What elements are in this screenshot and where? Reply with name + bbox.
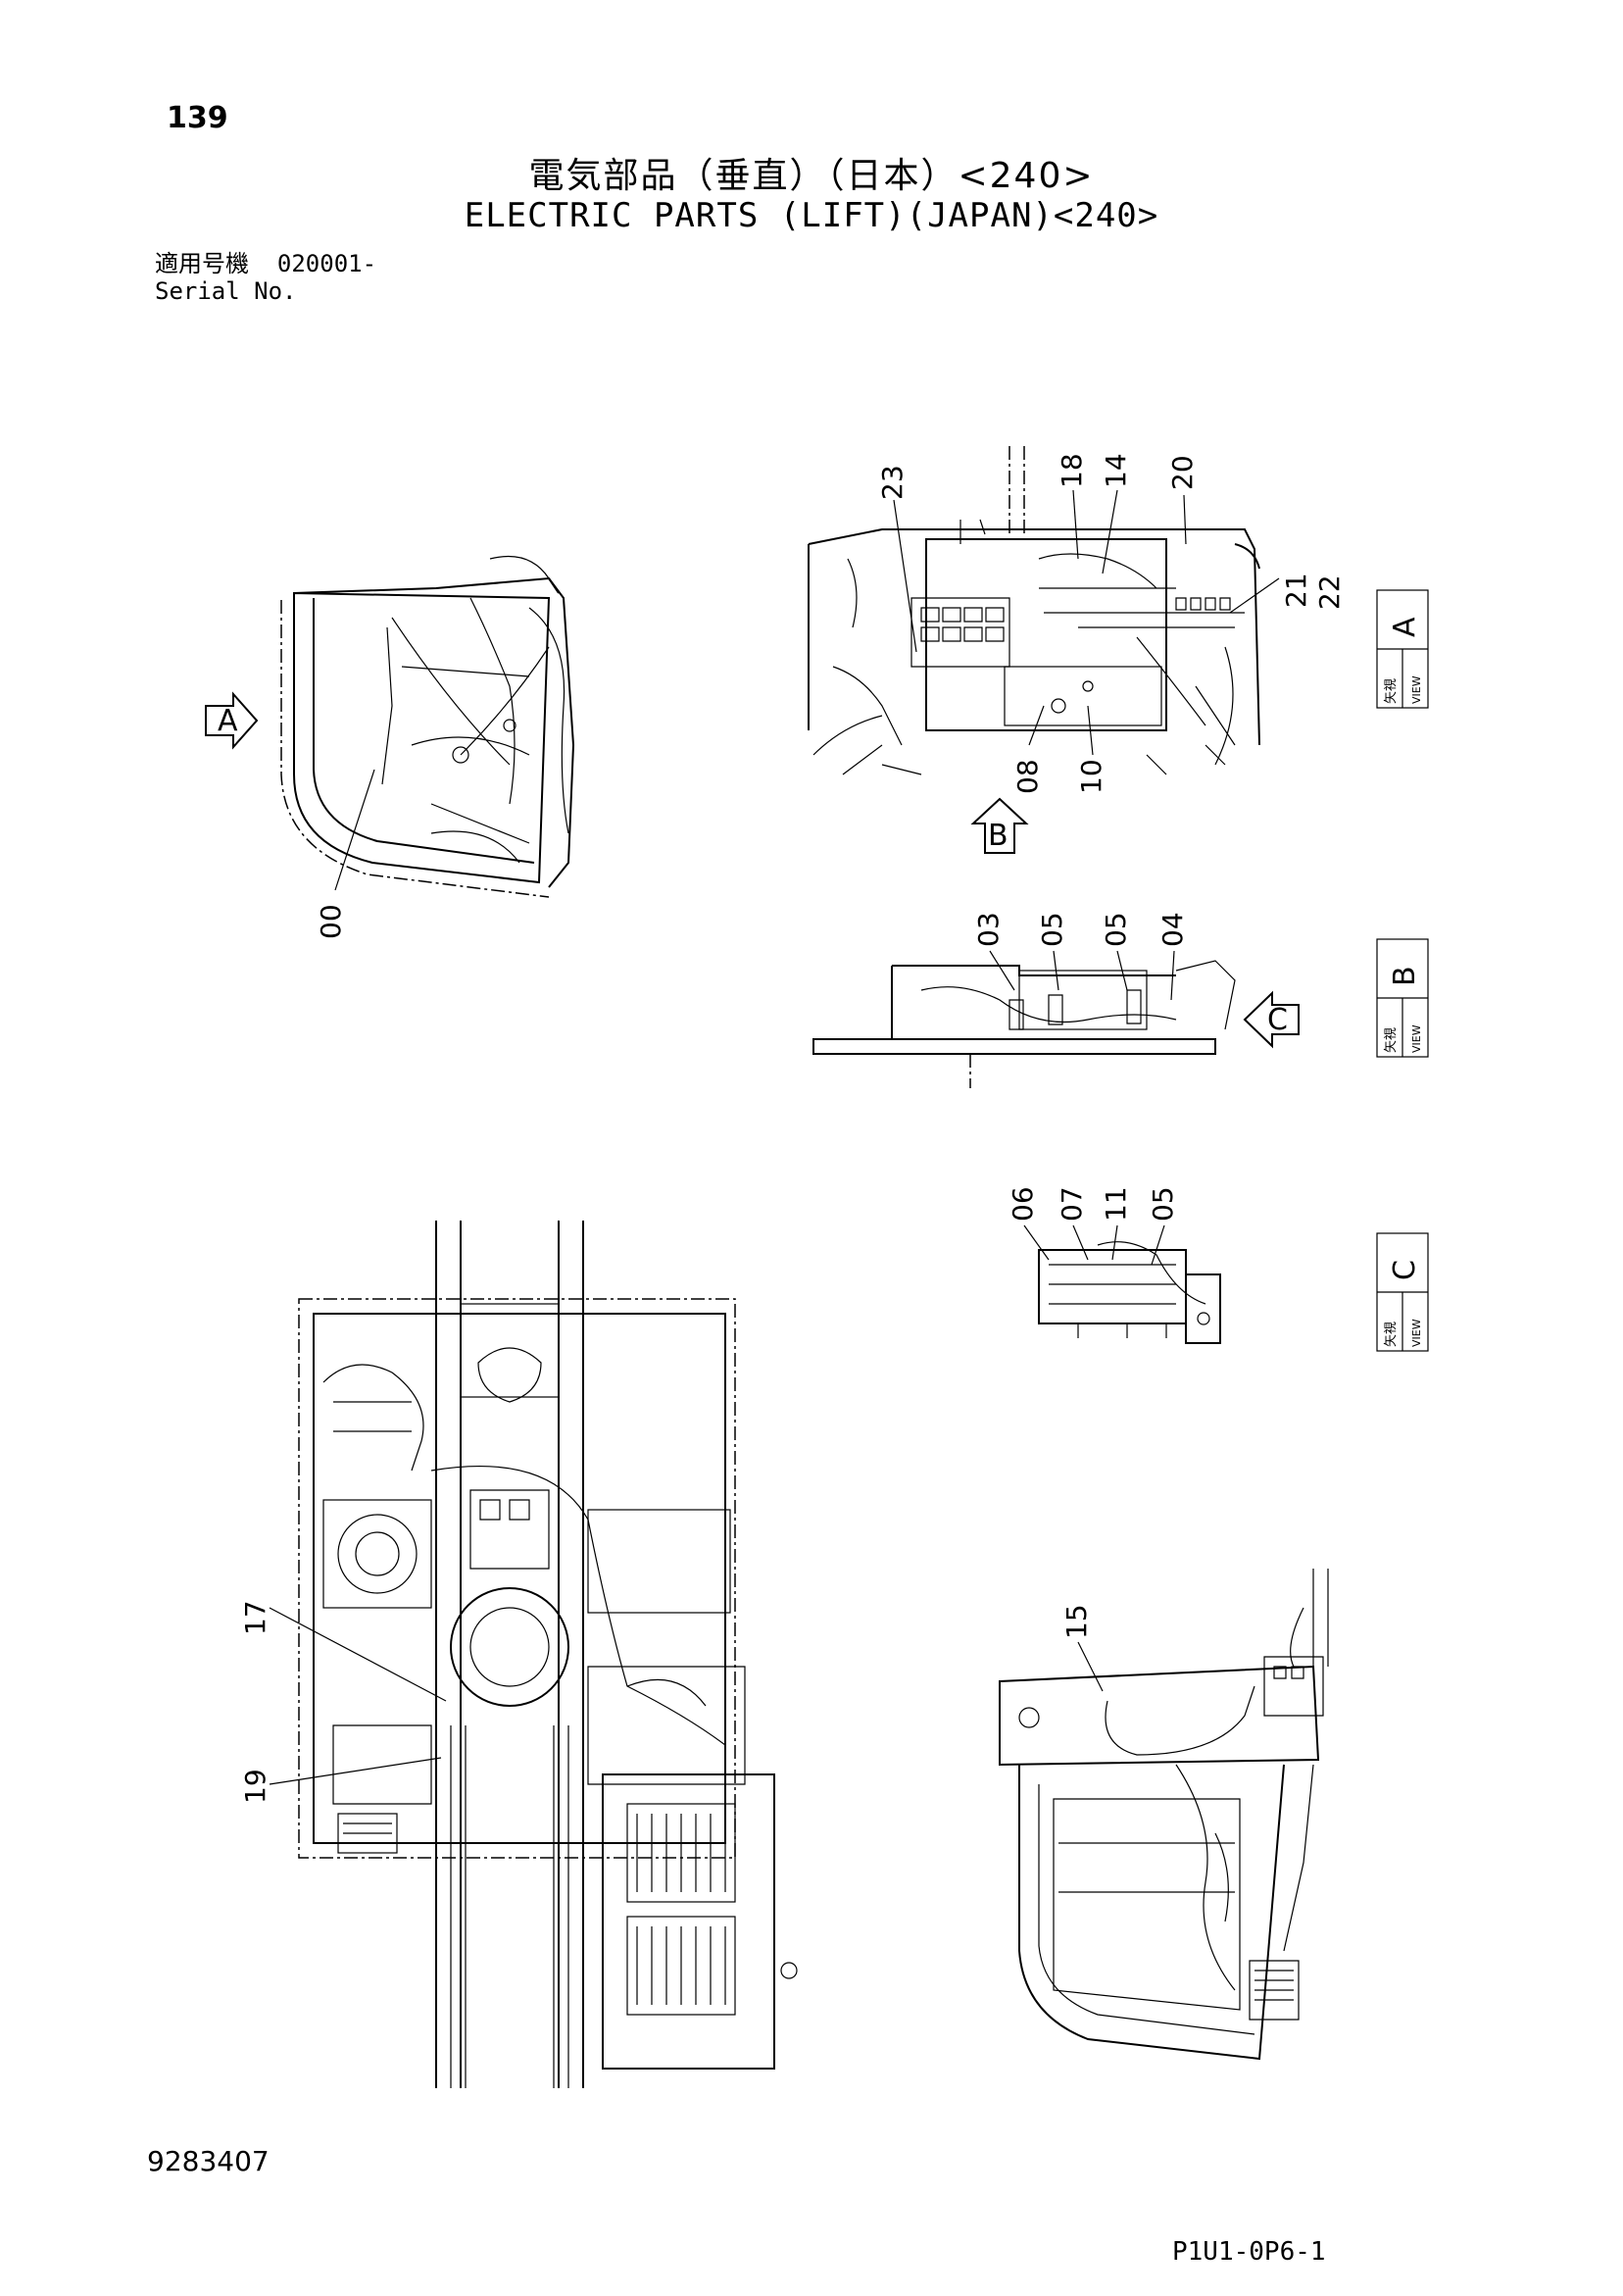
document-number: 9283407 (147, 2145, 270, 2177)
callout-20: 20 (1166, 455, 1199, 490)
callout-05-view-b-1: 05 (1036, 912, 1068, 947)
view-c-detail (1023, 1224, 1221, 1344)
plan-view (269, 1221, 798, 2088)
callout-10: 10 (1075, 759, 1107, 794)
callout-14: 14 (1100, 453, 1132, 488)
view-box-c-letter: C (1388, 1260, 1422, 1280)
view-box-b: B 矢視 VIEW (1376, 938, 1429, 1058)
callout-06: 06 (1007, 1186, 1039, 1222)
view-a-arrow (205, 691, 259, 750)
view-box-b-letter: B (1388, 966, 1422, 986)
view-a-arrow-letter: A (218, 704, 238, 738)
callout-05-view-c: 05 (1147, 1186, 1179, 1222)
view-box-a-letter: A (1388, 617, 1422, 637)
view-box-a-jp: 矢視 (1384, 678, 1399, 704)
callout-03: 03 (972, 912, 1005, 947)
callout-07: 07 (1056, 1186, 1088, 1222)
view-box-c: C 矢視 VIEW (1376, 1232, 1429, 1352)
callout-22: 22 (1313, 574, 1346, 610)
view-box-c-en: VIEW (1410, 1319, 1423, 1347)
callout-11: 11 (1100, 1186, 1132, 1222)
callout-23: 23 (876, 465, 909, 500)
serial-label-en: Serial No. (155, 277, 297, 305)
view-box-a: A 矢視 VIEW (1376, 589, 1429, 709)
callout-00: 00 (315, 904, 347, 939)
view-c-arrow (1243, 990, 1300, 1049)
title-japanese: 電気部品（垂直）（日本）<240> (528, 156, 1095, 196)
serial-label-jp: 適用号機 (155, 250, 249, 277)
view-a-detail (808, 446, 1280, 854)
callout-19: 19 (239, 1769, 271, 1804)
callout-05-view-b-2: 05 (1100, 912, 1132, 947)
view-b-arrow-letter: B (988, 819, 1008, 853)
view-b-detail (812, 950, 1300, 1088)
serial-block: 適用号機 020001- Serial No. (155, 250, 376, 305)
view-box-c-jp: 矢視 (1384, 1322, 1399, 1347)
cab-rear-view (999, 1569, 1329, 2061)
cab-side-view (205, 555, 575, 898)
callout-21: 21 (1280, 573, 1312, 608)
callout-17: 17 (239, 1600, 271, 1635)
callout-18: 18 (1056, 453, 1088, 488)
view-b-arrow (970, 797, 1029, 854)
view-box-b-en: VIEW (1410, 1024, 1423, 1053)
callout-08: 08 (1011, 759, 1044, 794)
view-box-b-jp: 矢視 (1384, 1027, 1399, 1053)
view-box-a-en: VIEW (1410, 675, 1423, 704)
callout-04: 04 (1156, 912, 1189, 947)
serial-value: 020001- (276, 250, 377, 277)
sheet-id: P1U1-0P6-1 (1172, 2237, 1326, 2267)
title-english: ELECTRIC PARTS (LIFT)(JAPAN)<240> (464, 196, 1159, 235)
page-number: 139 (167, 101, 228, 135)
view-c-arrow-letter: C (1267, 1003, 1288, 1037)
callout-15: 15 (1060, 1604, 1093, 1639)
